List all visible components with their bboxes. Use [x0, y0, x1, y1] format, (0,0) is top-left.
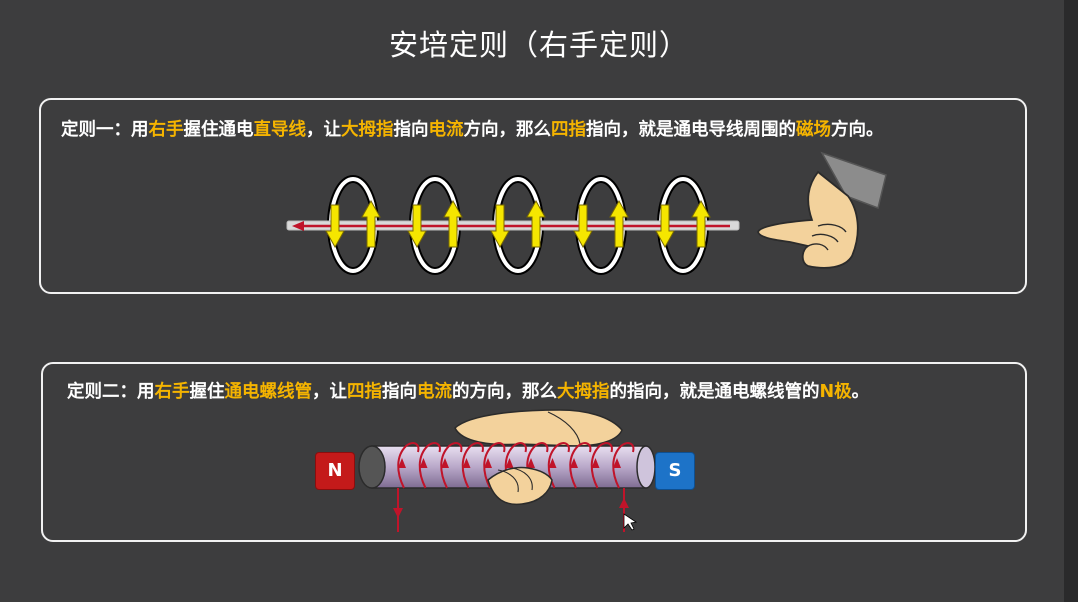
coil-current-arrow [462, 458, 471, 468]
highlight-term: N极 [819, 382, 852, 402]
highlight-term: 磁场 [796, 120, 831, 140]
highlight-term: 大拇指 [341, 120, 394, 140]
coil-current-arrow [441, 458, 449, 468]
highlight-term: 四指 [551, 120, 586, 140]
field-arrow-down [573, 204, 593, 249]
rule-text-segment: 定则二：用 [67, 382, 155, 402]
coil-current-arrow [548, 458, 557, 468]
solenoid-coil-loop [418, 442, 441, 489]
coil-current-arrow [570, 458, 578, 468]
highlight-term: 四指 [347, 382, 382, 402]
solenoid-coil-loop [483, 442, 506, 489]
field-arrow-down [655, 204, 675, 249]
solenoid-coil-loop [461, 442, 484, 489]
solenoid-coil-loop [590, 442, 613, 489]
north-pole-label: N [315, 452, 355, 490]
rule-text-segment: 握住 [189, 382, 225, 402]
solenoid-coil-loop [547, 442, 570, 489]
highlight-term: 右手 [154, 382, 190, 402]
highlight-term: 电流 [428, 120, 464, 140]
mouse-cursor-icon [623, 513, 638, 531]
field-arrow-up [526, 199, 546, 248]
rule-text-segment: 的方向，那么 [452, 382, 557, 402]
solenoid-coil-loop [569, 442, 592, 489]
solenoid-coil-loop [440, 442, 463, 489]
solenoid-coil-loop [397, 442, 420, 489]
field-arrow-down [325, 204, 345, 249]
rule-text-segment: 指向 [393, 120, 429, 140]
coil-current-arrow [419, 458, 428, 468]
rule-two-panel: 定则二：用右手握住通电螺线管，让四指指向电流的方向，那么大拇指的指向，就是通电螺… [41, 362, 1027, 542]
highlight-term: 直导线 [253, 120, 307, 140]
rule-text-segment: ，让 [306, 120, 341, 140]
rule-one-panel: 定则一：用右手握住通电直导线，让大拇指指向电流方向，那么四指指向，就是通电导线周… [39, 98, 1027, 294]
field-arrow-up [609, 199, 629, 248]
coil-current-arrow [505, 458, 514, 468]
solenoid-coil-loop [612, 442, 635, 489]
rule-text-segment: 定则一：用 [61, 120, 149, 140]
south-pole-label: S [655, 452, 695, 490]
coil-current-arrow [484, 458, 492, 468]
rule-text-segment: 的指向，就是通电螺线管的 [609, 382, 820, 402]
coil-current-arrow [527, 458, 535, 468]
field-arrow-down [490, 204, 510, 249]
rule-text-segment: 握住通电 [183, 120, 254, 140]
rule-text-segment: ，让 [312, 382, 347, 402]
rule-text-segment: 方向。 [831, 120, 884, 140]
right-hand-icon [757, 151, 887, 269]
current-arrowhead [292, 221, 304, 231]
rule-text-segment: 指向，就是通电导线周围的 [586, 120, 796, 140]
solenoid-end-left [358, 445, 386, 489]
coil-current-arrow [398, 458, 406, 468]
rule-one-text: 定则一：用右手握住通电直导线，让大拇指指向电流方向，那么四指指向，就是通电导线周… [61, 116, 884, 141]
rule-text-segment: 方向，那么 [463, 120, 552, 140]
coil-current-arrow [591, 458, 600, 468]
rule-text-segment: 。 [851, 382, 870, 402]
rule-two-text: 定则二：用右手握住通电螺线管，让四指指向电流的方向，那么大拇指的指向，就是通电螺… [67, 378, 869, 403]
highlight-term: 电流 [417, 382, 452, 402]
lower-hand [487, 466, 553, 506]
highlight-term: 大拇指 [557, 382, 610, 402]
field-arrow-up [691, 199, 711, 248]
window-edge [1064, 0, 1078, 602]
page-title: 安培定则（右手定则） [388, 28, 689, 62]
rule-text-segment: 指向 [382, 382, 417, 402]
upper-hand [454, 409, 623, 447]
coil-current-arrow [613, 458, 621, 468]
highlight-term: 通电螺线管 [224, 382, 313, 402]
field-arrow-up [443, 199, 463, 248]
field-arrow-down [407, 204, 427, 249]
highlight-term: 右手 [148, 120, 184, 140]
field-arrow-up [361, 199, 381, 248]
